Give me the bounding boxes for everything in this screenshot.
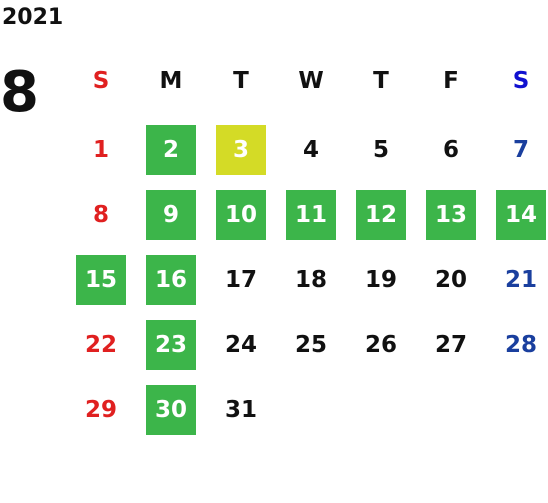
weekday-header: S [92, 68, 110, 94]
day-cell[interactable]: 28 [504, 332, 537, 358]
day-cell[interactable]: 25 [294, 332, 327, 358]
day-cell[interactable]: 3 [216, 125, 266, 175]
day-cell[interactable]: 5 [372, 137, 389, 163]
weekday-header: S [512, 68, 530, 94]
day-cell[interactable]: 11 [286, 190, 336, 240]
day-cell[interactable]: 17 [224, 267, 257, 293]
weekday-header: T [373, 68, 389, 94]
day-cell[interactable]: 19 [364, 267, 397, 293]
day-cell[interactable]: 8 [92, 202, 109, 228]
day-cell[interactable]: 20 [434, 267, 467, 293]
day-cell[interactable]: 22 [84, 332, 117, 358]
day-cell[interactable]: 1 [92, 137, 109, 163]
weekday-header: W [298, 68, 324, 94]
day-cell[interactable]: 29 [84, 397, 117, 423]
day-cell[interactable]: 9 [146, 190, 196, 240]
weekday-header: M [159, 68, 183, 94]
day-cell[interactable]: 12 [356, 190, 406, 240]
day-cell[interactable]: 14 [496, 190, 546, 240]
calendar-year: 2021 [2, 5, 64, 30]
day-cell[interactable]: 15 [76, 255, 126, 305]
day-cell[interactable]: 4 [302, 137, 319, 163]
day-cell[interactable]: 7 [512, 137, 529, 163]
day-cell[interactable]: 30 [146, 385, 196, 435]
day-cell[interactable]: 2 [146, 125, 196, 175]
day-cell[interactable]: 23 [146, 320, 196, 370]
day-cell[interactable]: 10 [216, 190, 266, 240]
weekday-header: T [233, 68, 249, 94]
day-cell[interactable]: 26 [364, 332, 397, 358]
day-cell[interactable]: 21 [504, 267, 537, 293]
day-cell[interactable]: 18 [294, 267, 327, 293]
day-cell[interactable]: 16 [146, 255, 196, 305]
day-cell[interactable]: 13 [426, 190, 476, 240]
day-cell[interactable]: 24 [224, 332, 257, 358]
day-cell[interactable]: 27 [434, 332, 467, 358]
day-cell[interactable]: 6 [442, 137, 459, 163]
calendar-month: 8 [0, 60, 39, 125]
day-cell[interactable]: 31 [224, 397, 257, 423]
weekday-header: F [443, 68, 459, 94]
